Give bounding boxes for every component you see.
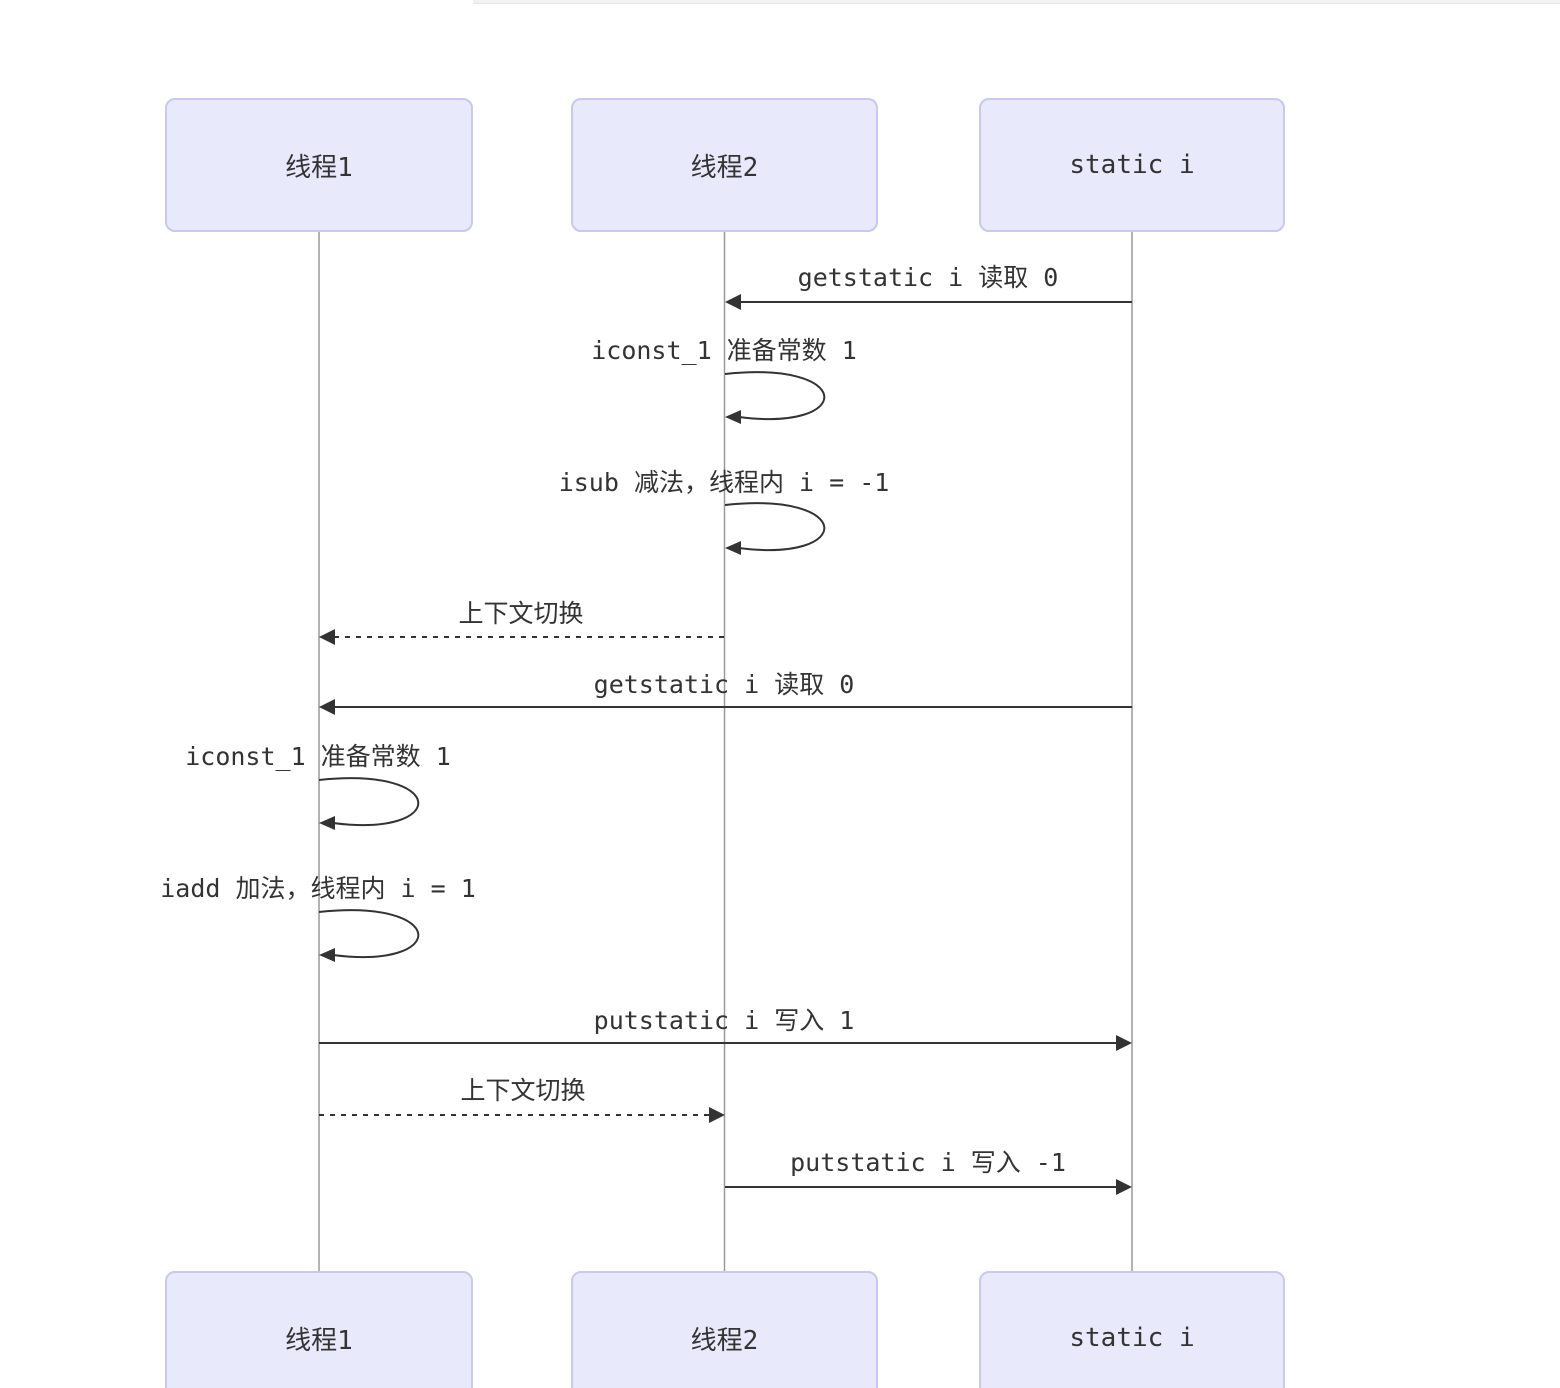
message-label-putstatic-thread2: putstatic i 写入 -1 [790, 1148, 1066, 1177]
message-label-isub-thread2: isub 减法，线程内 i = -1 [558, 468, 890, 497]
message-label-putstatic-thread1: putstatic i 写入 1 [593, 1006, 855, 1035]
page-top-divider [473, 0, 1560, 4]
message-arrow-getstatic-thread2 [725, 294, 1132, 310]
message-label-iconst1-thread1: iconst_1 准备常数 1 [185, 742, 451, 771]
message-arrow-putstatic-thread1 [319, 1035, 1132, 1051]
message-label-context-switch-1: 上下文切换 [458, 599, 584, 628]
self-loop-thread1-iconst1 [318, 777, 420, 830]
self-loop-thread1-iadd [318, 909, 420, 962]
message-arrow-context-switch-1 [319, 629, 724, 645]
message-label-getstatic-thread2: getstatic i 读取 0 [797, 263, 1059, 292]
actor-box-static-i-top: static i [979, 98, 1285, 232]
self-loop-thread2-iconst1 [724, 371, 826, 424]
message-label-iconst1-thread2: iconst_1 准备常数 1 [591, 336, 857, 365]
actor-label-thread1-top: 线程1 [285, 152, 353, 183]
message-arrow-putstatic-thread2 [725, 1179, 1132, 1195]
message-label-getstatic-thread1: getstatic i 读取 0 [593, 670, 855, 699]
message-label-context-switch-2: 上下文切换 [460, 1076, 586, 1105]
message-arrow-context-switch-2 [319, 1107, 725, 1123]
actor-label-static-i-top: static i [1069, 150, 1195, 180]
actor-box-thread2-top: 线程2 [571, 98, 878, 232]
actor-box-thread1-top: 线程1 [165, 98, 473, 232]
actor-label-thread2-bottom: 线程2 [690, 1325, 759, 1356]
self-loop-thread2-isub [724, 502, 826, 555]
actor-label-thread1-bottom: 线程1 [285, 1325, 353, 1356]
message-arrow-getstatic-thread1 [319, 699, 1132, 715]
actor-label-static-i-bottom: static i [1069, 1323, 1195, 1353]
message-label-iadd-thread1: iadd 加法，线程内 i = 1 [160, 874, 476, 903]
actor-box-static-i-bottom: static i [979, 1271, 1285, 1388]
actor-box-thread2-bottom: 线程2 [571, 1271, 878, 1388]
actor-box-thread1-bottom: 线程1 [165, 1271, 473, 1388]
actor-label-thread2-top: 线程2 [690, 152, 759, 183]
